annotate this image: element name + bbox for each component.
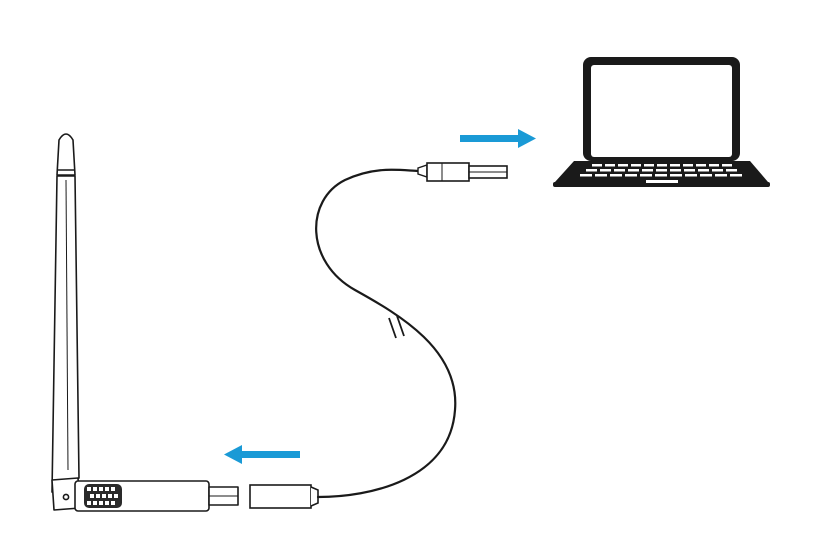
- grip-pattern: [84, 484, 122, 508]
- laptop-keyboard: [580, 164, 742, 177]
- antenna-icon: [51, 133, 81, 511]
- laptop-touchpad: [646, 180, 678, 183]
- arrow-to-adapter: [224, 445, 300, 464]
- usb-cable-icon: [249, 162, 508, 509]
- laptop-icon: [553, 57, 770, 187]
- arrow-to-laptop: [460, 129, 536, 148]
- cable-wire: [315, 168, 457, 499]
- usb-dongle-icon: [74, 480, 239, 512]
- cable-break-marker: [388, 315, 405, 339]
